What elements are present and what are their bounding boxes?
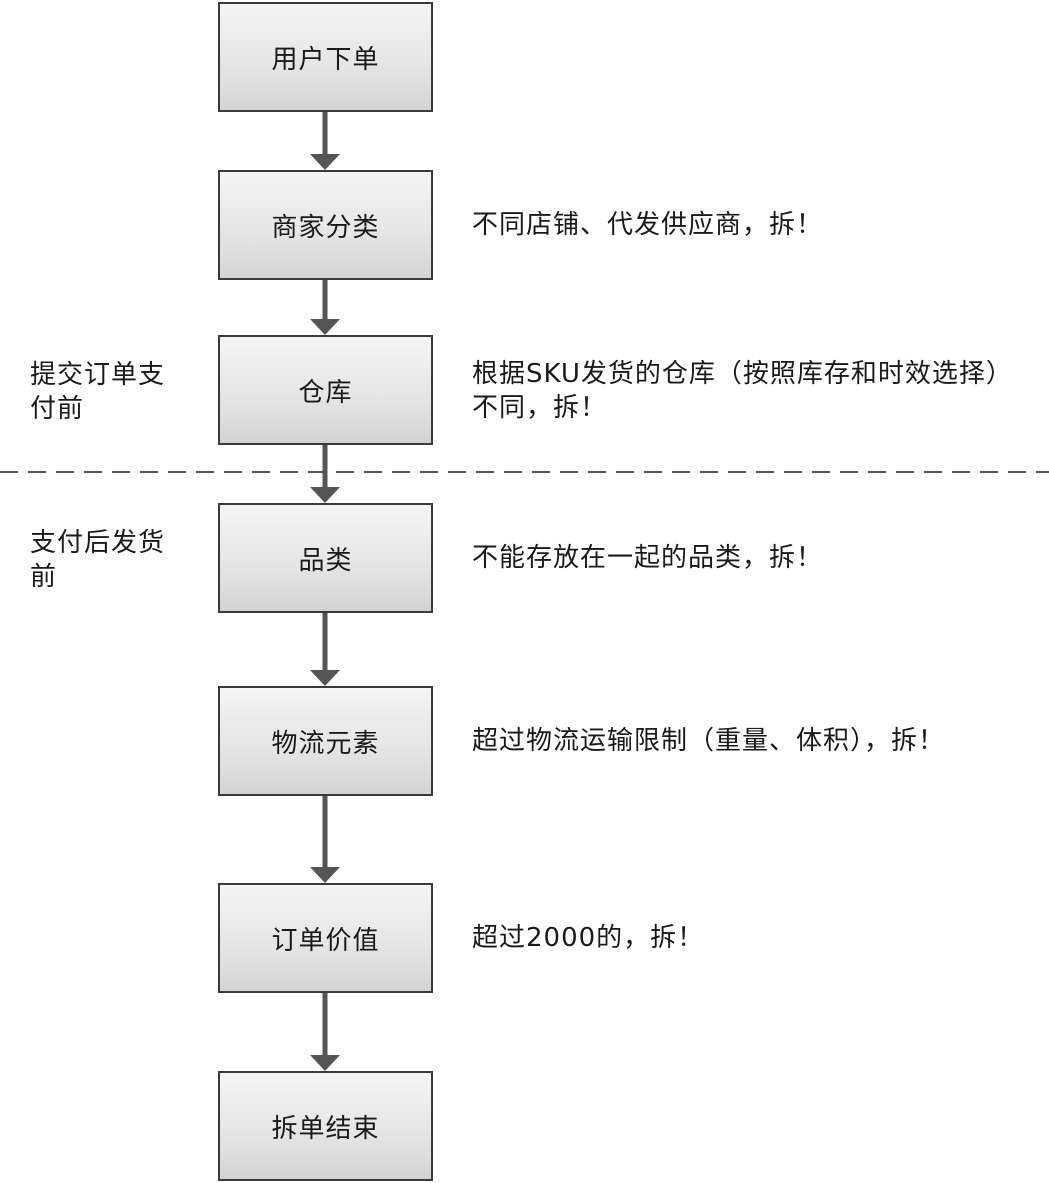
step-note-merchant-category: 不同店铺、代发供应商，拆！ [472, 210, 824, 240]
step-box-logistics: 物流元素 [218, 686, 433, 796]
step-box-warehouse: 仓库 [218, 335, 433, 445]
arrow-product-category-to-logistics [310, 613, 340, 686]
step-note-order-value: 超过2000的，拆！ [472, 923, 705, 953]
phase-label-before-payment: 提交订单支付前 [30, 360, 166, 424]
arrow-warehouse-to-product-category [310, 445, 340, 503]
step-box-split-end: 拆单结束 [218, 1071, 433, 1181]
step-box-product-category: 品类 [218, 503, 433, 613]
arrow-order-value-to-split-end [310, 993, 340, 1071]
step-note-product-category: 不能存放在一起的品类，拆！ [472, 543, 824, 573]
step-box-merchant-category: 商家分类 [218, 170, 433, 280]
step-note-logistics: 超过物流运输限制（重量、体积），拆！ [472, 726, 946, 756]
phase-label-after-payment: 支付后发货前 [30, 528, 166, 592]
arrow-logistics-to-order-value [310, 796, 340, 883]
step-box-order-value: 订单价值 [218, 883, 433, 993]
step-box-user-order: 用户下单 [218, 2, 433, 112]
arrow-user-order-to-merchant [310, 112, 340, 170]
step-note-warehouse: 根据SKU发货的仓库（按照库存和时效选择）不同，拆！ [472, 359, 1013, 423]
arrow-merchant-to-warehouse [310, 280, 340, 335]
